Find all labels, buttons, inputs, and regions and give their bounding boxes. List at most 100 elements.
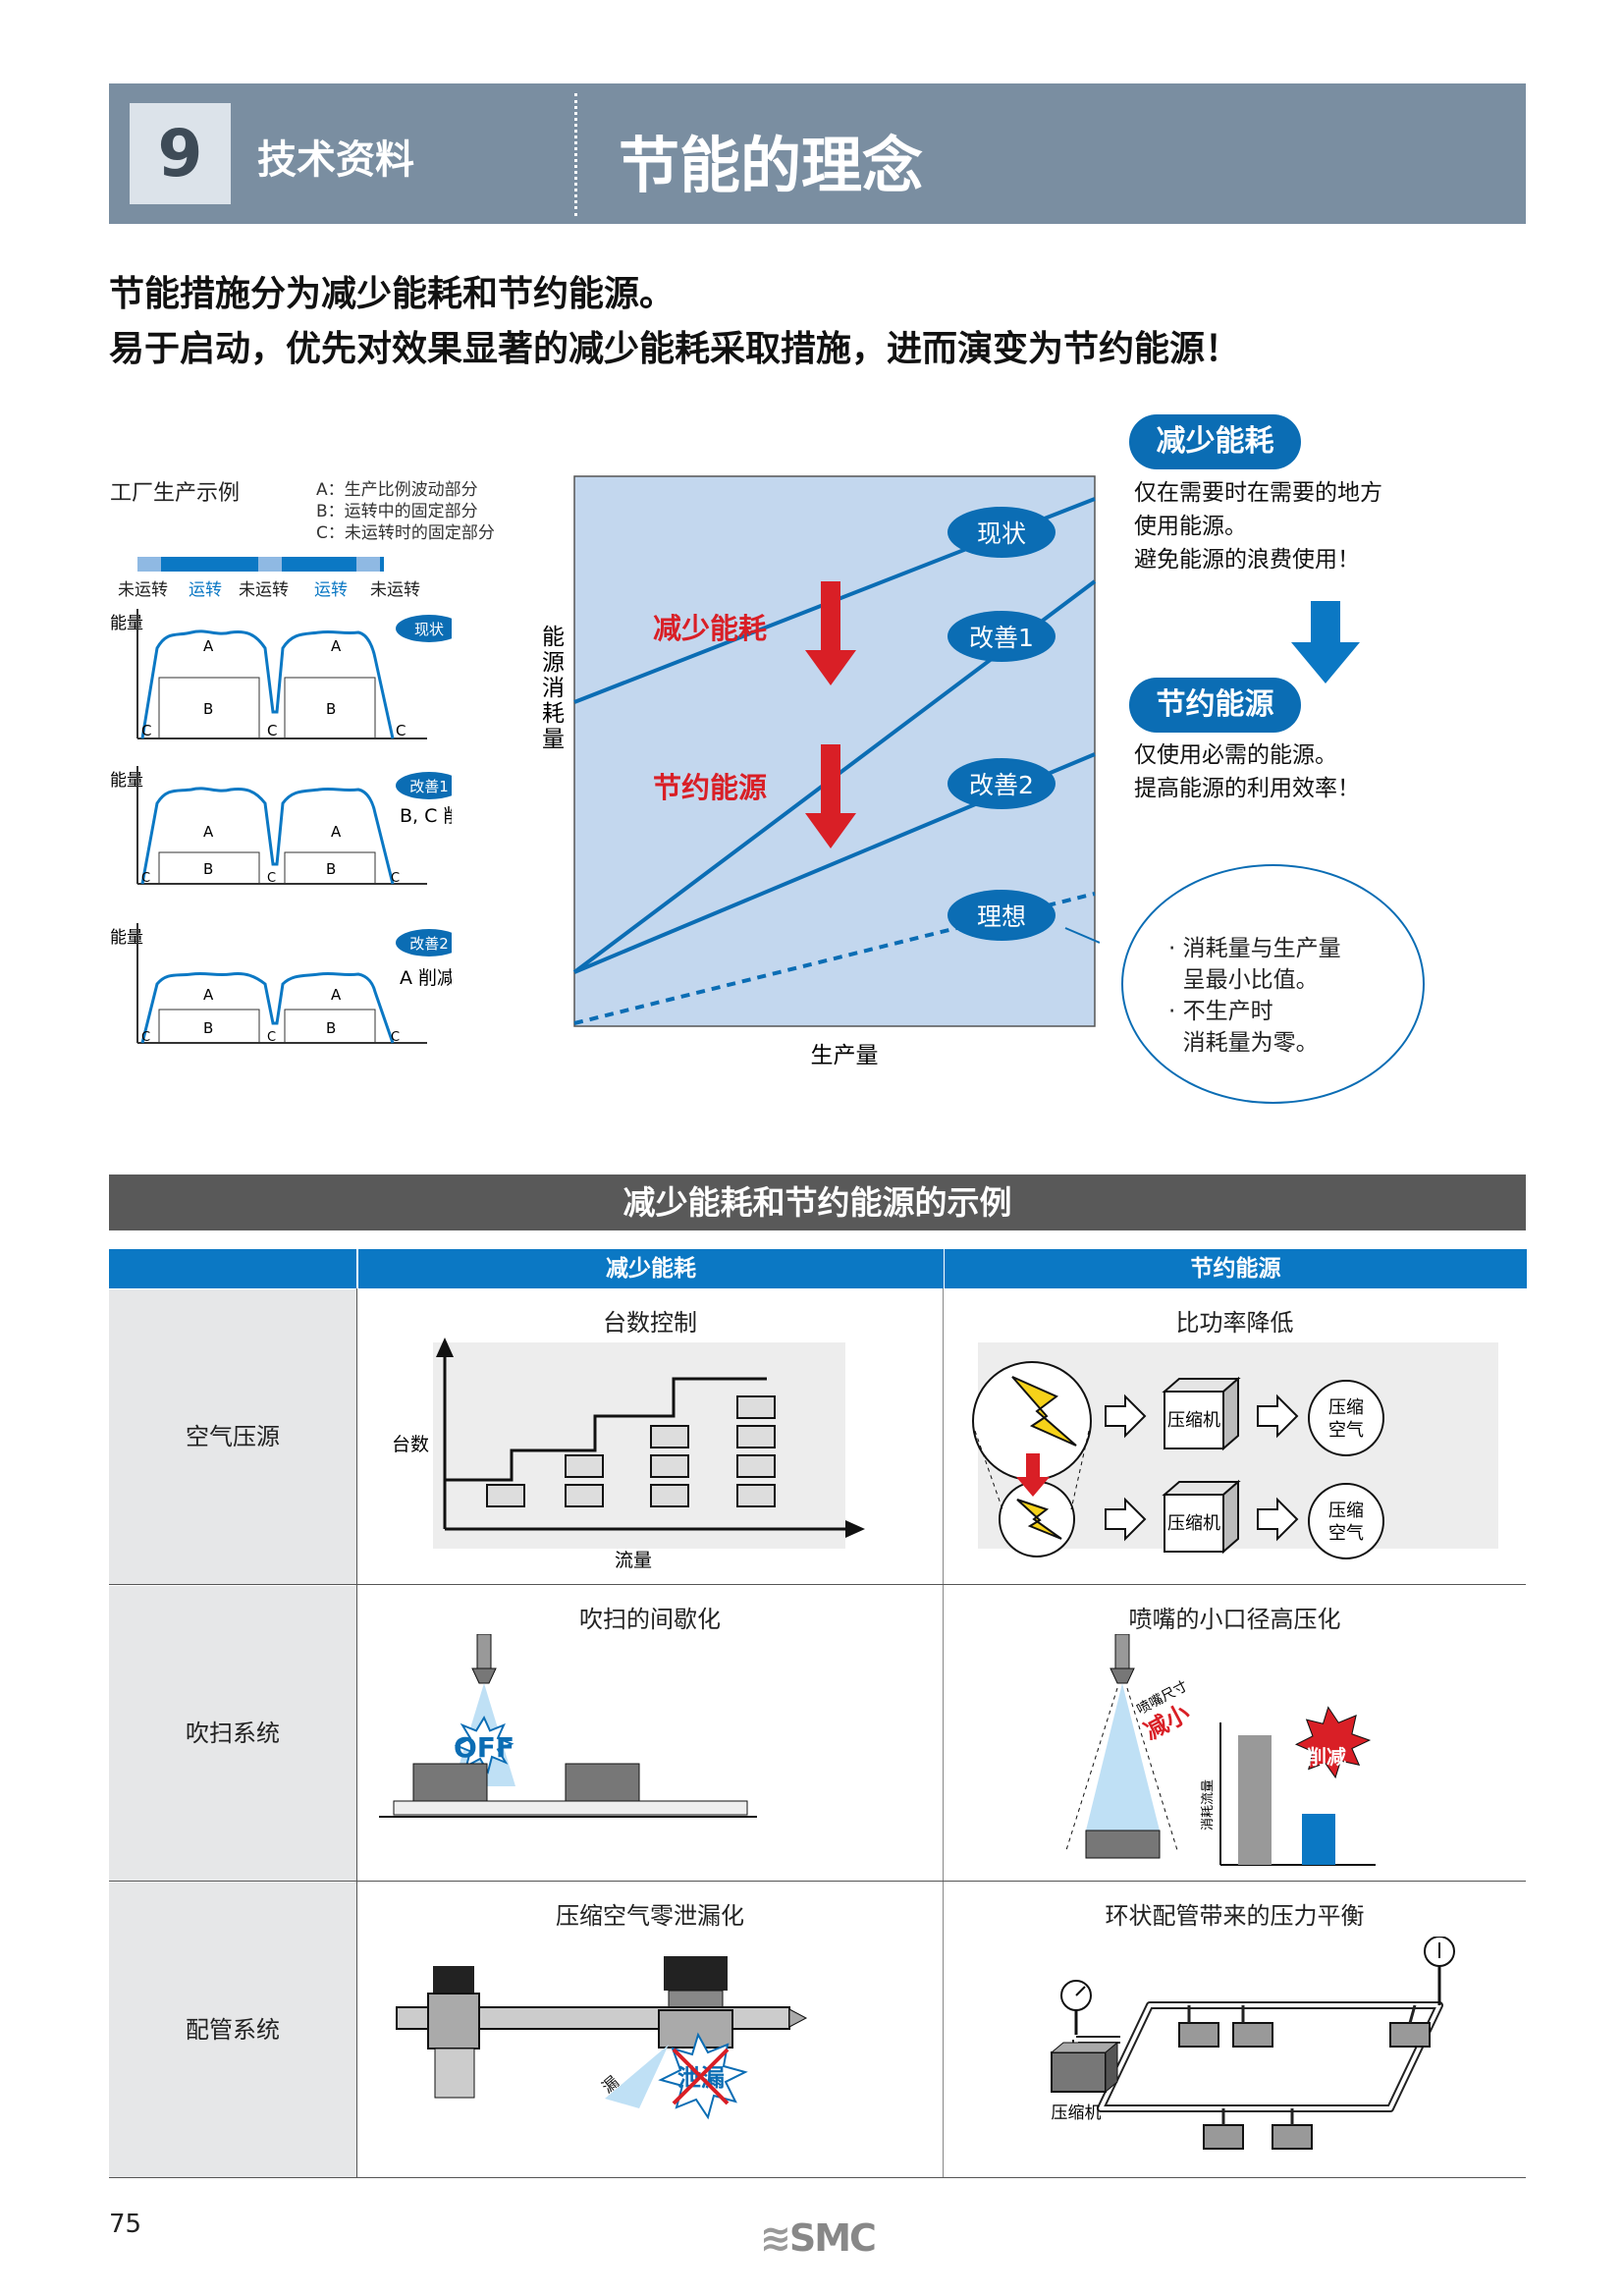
save-text-1: 仅使用必需的能源。 (1134, 742, 1337, 768)
cell-title-small-nozzle: 喷嘴的小口径高压化 (1128, 1606, 1341, 1633)
svg-text:B: B (203, 1019, 213, 1037)
row-label-blow: 吹扫系统 (109, 1586, 356, 1881)
y-label: 能量 (110, 614, 143, 633)
badge-improve1: 改善1 (409, 778, 449, 795)
factory-chart-improve1: 能量 A A B B C C C 改善1 B, C 削减 (110, 766, 452, 886)
svg-text:C: C (396, 722, 406, 739)
svg-text:能量: 能量 (110, 928, 143, 948)
ideal-bubble (1121, 864, 1425, 1104)
svg-text:C: C (141, 1030, 150, 1045)
off-label: OFF (454, 1731, 514, 1764)
pill-improve2: 改善2 (969, 771, 1034, 799)
svg-text:A: A (203, 823, 214, 841)
timeline-off-2: 未运转 (239, 580, 289, 600)
svg-text:能量: 能量 (110, 771, 143, 791)
svg-text:耗: 耗 (542, 701, 565, 727)
svg-text:空气: 空气 (1328, 1420, 1364, 1441)
reduce-text-2: 使用能源。 (1134, 514, 1247, 539)
reduce-text-3: 避免能源的浪费使用！ (1134, 547, 1360, 573)
logo-swoosh-icon: ≋ (760, 2216, 791, 2260)
svg-text:压缩: 压缩 (1328, 1501, 1364, 1521)
illus-zero-leak: 漏 泄漏 (396, 1956, 808, 2120)
legend-c: C：未运转时的固定部分 (316, 523, 495, 543)
factory-charts: 未运转 运转 未运转 运转 未运转 能量 A A B B C C C 现状 能量… (110, 557, 452, 1045)
svg-text:B: B (326, 700, 336, 718)
badge-current: 现状 (414, 621, 444, 638)
label-save-energy: 节约能源 (653, 771, 767, 804)
svg-text:C: C (141, 871, 150, 886)
intro-line-2: 易于启动，优先对效果显著的减少能耗采取措施，进而演变为节约能源！ (109, 329, 1241, 369)
arrow-down-icon (1016, 1453, 1050, 1497)
timeline-off-1: 未运转 (118, 580, 168, 600)
svg-text:B: B (326, 1019, 336, 1037)
svg-text:能: 能 (542, 625, 565, 650)
svg-text:C: C (391, 1030, 400, 1045)
page-number: 75 (109, 2210, 142, 2239)
label-reduce-consumption: 减少能耗 (653, 612, 767, 645)
legend-b: B：运转中的固定部分 (316, 502, 478, 521)
svg-text:A: A (203, 637, 214, 655)
pill-save: 节约能源 (1129, 678, 1301, 733)
illus-flow-label: 流量 (615, 1550, 652, 1571)
timeline-off-3: 未运转 (370, 580, 420, 600)
pressure-gauge-icon (1060, 1980, 1092, 2035)
svg-text:C: C (267, 1030, 276, 1045)
illus-unit-control: 台数 流量 (392, 1338, 865, 1571)
lightning-icon (1011, 1376, 1077, 1447)
svg-text:量: 量 (542, 727, 565, 752)
svg-text:C: C (141, 722, 151, 739)
ideal-text: · 消耗量与生产量 呈最小比值。 · 不生产时 消耗量为零。 (1168, 936, 1341, 1056)
compressor-icon (1162, 1479, 1241, 1555)
header-bar (109, 83, 1526, 224)
smc-logo: ≋SMC (760, 2216, 877, 2260)
factory-chart-improve2: 能量 A A B B C C C 改善2 A 削减 (110, 923, 452, 1045)
legend-a: A：生产比例波动部分 (316, 480, 478, 500)
cross-icon (672, 2048, 730, 2105)
main-energy-chart: 能 源 消 耗 量 生产量 现状 改善1 改善2 理想 减少能耗 节约能源 (542, 475, 1100, 1068)
arrow-down-icon (805, 744, 856, 848)
svg-text:A: A (331, 986, 342, 1004)
svg-text:B: B (203, 860, 213, 878)
svg-text:消: 消 (542, 676, 565, 701)
svg-text:B: B (203, 700, 213, 718)
pill-current: 现状 (977, 519, 1026, 548)
svg-text:B: B (326, 860, 336, 878)
examples-table: 减少能耗 节约能源 空气压源 吹扫系统 配管系统 台数控制 比功率降低 吹扫的间… (109, 1249, 1527, 2178)
factory-title: 工厂生产示例 (110, 481, 241, 506)
section-label: 技术资料 (257, 137, 414, 183)
compressor-icon (1162, 1376, 1241, 1451)
badge-improve2: 改善2 (409, 935, 449, 953)
row-label-piping: 配管系统 (109, 1883, 356, 2177)
pill-ideal: 理想 (977, 902, 1026, 931)
page-title: 节能的理念 (619, 130, 924, 201)
table-header-reduce: 减少能耗 (357, 1249, 944, 1288)
bar-after (1302, 1814, 1335, 1865)
svg-text:A: A (203, 986, 214, 1004)
intro-line-1: 节能措施分为减少能耗和节约能源。 (109, 274, 676, 314)
illus-small-nozzle: 喷嘴尺寸 减小 消耗流量 削减 (1065, 1634, 1376, 1866)
illus-loop-piping: 压缩机 (1050, 1937, 1455, 2150)
timeline-on-2: 运转 (314, 580, 348, 600)
cell-title-intermittent-blow: 吹扫的间歇化 (579, 1606, 721, 1633)
svg-text:C: C (267, 871, 276, 886)
svg-text:C: C (267, 722, 277, 739)
cell-title-zero-leak: 压缩空气零泄漏化 (556, 1902, 744, 1930)
svg-text:A: A (331, 637, 342, 655)
arrow-down-icon (805, 581, 856, 685)
compressor-label: 压缩机 (1052, 2104, 1102, 2123)
svg-text:压缩: 压缩 (1328, 1397, 1364, 1418)
compressor-icon (1050, 2041, 1119, 2094)
y-axis-label: 能 源 消 耗 量 (542, 625, 565, 752)
svg-text:C: C (391, 871, 400, 886)
save-text-2: 提高能源的利用效率！ (1134, 776, 1360, 801)
pill-reduce: 减少能耗 (1129, 414, 1301, 469)
svg-text:压缩机: 压缩机 (1167, 1513, 1220, 1534)
reduce-text-1: 仅在需要时在需要的地方 (1134, 480, 1382, 506)
cell-title-loop-piping: 环状配管带来的压力平衡 (1105, 1902, 1365, 1930)
consumption-label: 消耗流量 (1201, 1779, 1216, 1831)
chapter-number: 9 (130, 103, 231, 204)
cell-title-specific-power: 比功率降低 (1175, 1309, 1294, 1337)
note-improve1: B, C 削减 (400, 805, 452, 827)
pressure-gauge-icon (1424, 1937, 1455, 2005)
illus-specific-power: 压缩机 压缩机 压缩 空气 压缩 空气 (972, 1342, 1498, 1559)
